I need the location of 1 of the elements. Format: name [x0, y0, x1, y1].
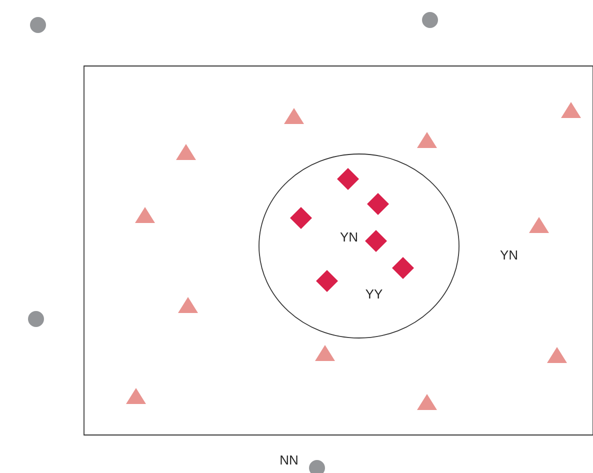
region-label: NN [280, 456, 298, 464]
